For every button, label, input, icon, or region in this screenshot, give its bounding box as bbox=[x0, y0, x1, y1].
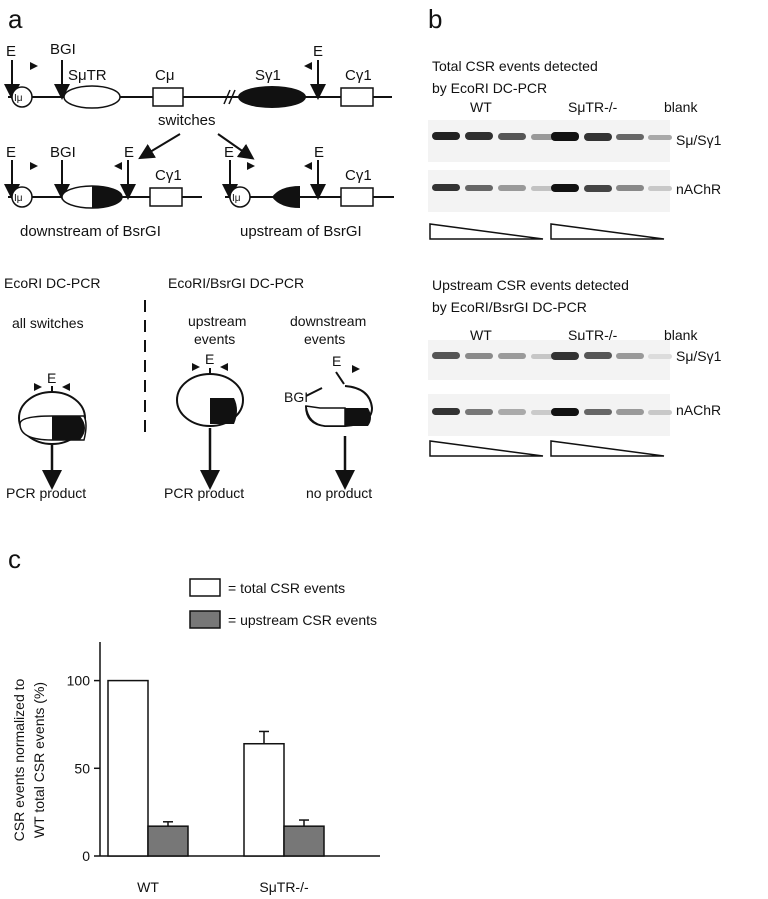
switches-label: switches bbox=[158, 112, 216, 129]
y-tick-label-2: 100 bbox=[67, 673, 91, 689]
gel1-row-switch: Sμ/Sγ1 bbox=[676, 132, 722, 148]
gel2-dilution-wedges bbox=[429, 440, 665, 457]
y-tick-label-0: 0 bbox=[82, 848, 90, 864]
bar-upstream-0 bbox=[147, 825, 189, 857]
gel2-col-ko: SμTR-/- bbox=[568, 327, 618, 343]
circ2-e-label: E bbox=[205, 351, 214, 367]
gel1-col-wt: WT bbox=[470, 99, 492, 115]
circ3-e-label: E bbox=[332, 353, 341, 369]
circle-all-switches: E bbox=[18, 370, 87, 490]
panel-a-letter: a bbox=[8, 4, 23, 34]
method-ecori-label: EcoRI DC-PCR bbox=[4, 275, 100, 291]
pcr-product-2: PCR product bbox=[164, 485, 244, 501]
gel1-col-blank: blank bbox=[664, 99, 698, 115]
map-e3-label: E bbox=[6, 144, 16, 161]
locus-map-downstream: E Iμ BGI E Cγ1 bbox=[4, 144, 202, 209]
map-cg1-label: Cγ1 bbox=[345, 67, 372, 84]
legend-total-label: = total CSR events bbox=[228, 580, 345, 596]
upstream-title-line1: Upstream CSR events detected bbox=[432, 277, 629, 293]
locus-map-top: E Iμ BGI SμTR Cμ Sγ1 E Cγ1 bbox=[4, 41, 392, 109]
pcr-product-1: PCR product bbox=[6, 485, 86, 501]
bar-total-0 bbox=[107, 679, 149, 857]
map-bgi-label: BGI bbox=[50, 41, 76, 58]
circ3-bgi-label: BGI bbox=[284, 389, 308, 405]
gel1-dilution-wedges bbox=[429, 223, 665, 240]
downstream-events-line2: events bbox=[304, 331, 345, 347]
downstream-events-line1: downstream bbox=[290, 313, 366, 329]
gel2-col-blank: blank bbox=[664, 327, 698, 343]
total-title-line2: by EcoRI DC-PCR bbox=[432, 80, 547, 96]
bar-upstream-1 bbox=[283, 825, 325, 857]
y-axis-title-line2: WT total CSR events (%) bbox=[31, 682, 47, 838]
gel2-row-nachr: nAChR bbox=[676, 402, 721, 418]
map-cmu-label: Cμ bbox=[155, 67, 174, 84]
map-e2-label: E bbox=[313, 43, 323, 60]
map-imu3-label: Iμ bbox=[232, 193, 241, 204]
circle-upstream-events: E bbox=[176, 351, 244, 490]
x-category-label-1: SμTR-/- bbox=[259, 879, 309, 895]
gel-total bbox=[428, 120, 672, 212]
upstream-title-line2: by EcoRI/BsrGI DC-PCR bbox=[432, 299, 587, 315]
y-tick-label-1: 50 bbox=[74, 760, 90, 776]
circle-downstream-events: E BGI bbox=[284, 353, 374, 490]
bar-total-1 bbox=[243, 742, 285, 857]
circ1-e-label: E bbox=[47, 370, 56, 386]
map-e-label: E bbox=[6, 43, 16, 60]
map-cg1b-label: Cγ1 bbox=[155, 167, 182, 184]
x-category-label-0: WT bbox=[137, 879, 159, 895]
locus-map-upstream: E Iμ E Cγ1 bbox=[222, 144, 394, 208]
map-e5-label: E bbox=[224, 144, 234, 161]
no-product-label: no product bbox=[306, 485, 372, 501]
panel-c-letter: c bbox=[8, 544, 21, 574]
map-e4-label: E bbox=[124, 144, 134, 161]
map-e6-label: E bbox=[314, 144, 324, 161]
gel1-row-nachr: nAChR bbox=[676, 181, 721, 197]
map-imu2-label: Iμ bbox=[14, 193, 23, 204]
all-switches-label: all switches bbox=[12, 315, 84, 331]
gel2-row-switch: Sμ/Sγ1 bbox=[676, 348, 722, 364]
total-title-line1: Total CSR events detected bbox=[432, 58, 598, 74]
map-sg1-label: Sγ1 bbox=[255, 67, 281, 84]
downstream-caption: downstream of BsrGI bbox=[20, 223, 161, 240]
map-smutr-label: SμTR bbox=[68, 67, 107, 84]
map-imu-label: Iμ bbox=[14, 93, 23, 104]
primer-arrowhead bbox=[30, 62, 38, 70]
y-axis-title-line1: CSR events normalized to bbox=[11, 678, 27, 841]
map-bgi2-label: BGI bbox=[50, 144, 76, 161]
map-cg1c-label: Cγ1 bbox=[345, 167, 372, 184]
gel-upstream bbox=[428, 340, 672, 436]
gel2-col-wt: WT bbox=[470, 327, 492, 343]
upstream-caption: upstream of BsrGI bbox=[240, 223, 362, 240]
legend-swatch-upstream bbox=[189, 610, 221, 629]
legend-upstream-label: = upstream CSR events bbox=[228, 612, 377, 628]
upstream-events-line2: events bbox=[194, 331, 235, 347]
method-ecori-bsrgi-label: EcoRI/BsrGI DC-PCR bbox=[168, 275, 304, 291]
gel1-col-ko: SμTR-/- bbox=[568, 99, 618, 115]
legend-swatch-total bbox=[189, 578, 221, 597]
panel-b-letter: b bbox=[428, 4, 442, 34]
upstream-events-line1: upstream bbox=[188, 313, 246, 329]
